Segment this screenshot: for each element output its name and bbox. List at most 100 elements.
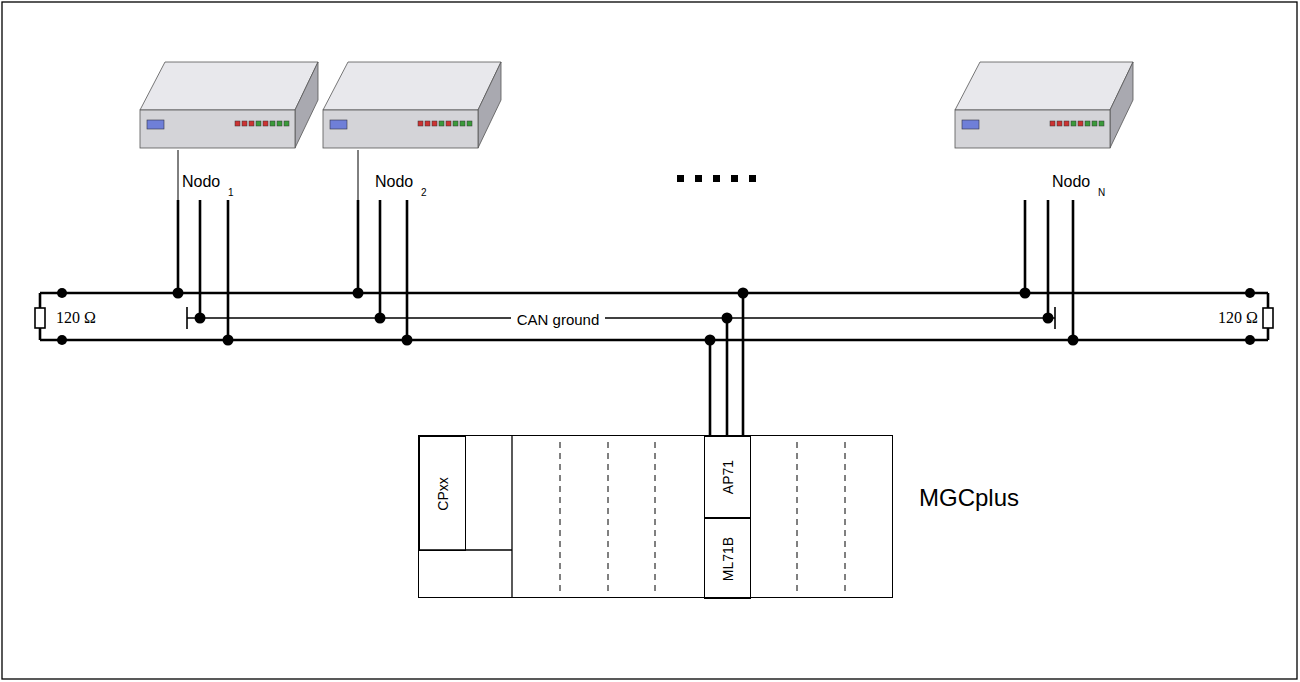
device-icon-part — [1099, 121, 1104, 126]
device-icon-part — [263, 121, 268, 126]
termination-resistor — [35, 308, 1273, 328]
device-icon-part — [1085, 121, 1090, 126]
can-ground-line — [187, 307, 1055, 329]
rack-slots — [655, 442, 656, 592]
rack-slots — [608, 442, 609, 592]
junction-dot — [722, 313, 733, 324]
device-icon — [318, 60, 503, 152]
can-node-device: Nodo2 — [318, 60, 503, 205]
rack-slots — [797, 442, 798, 592]
termination-resistor — [35, 308, 45, 328]
device-icon-part — [453, 121, 458, 126]
mgc-rack: MGCplusCPxxAP71ML71B — [418, 435, 893, 598]
device-icon-part — [1092, 121, 1097, 126]
module-label: ML71B — [721, 536, 735, 580]
node-wire — [178, 200, 1073, 436]
device-icon-part — [962, 120, 979, 129]
device-icon-part — [418, 121, 472, 126]
junction-dot — [57, 288, 67, 298]
device-icon-part — [235, 121, 240, 126]
node-label: Nodo — [182, 174, 220, 190]
junction-dot — [1020, 288, 1031, 299]
can-node-device: NodoN — [950, 60, 1135, 205]
can-node-device: Nodo1 — [135, 60, 320, 205]
device-icon-part — [295, 62, 318, 148]
can-ground-line — [187, 317, 1055, 319]
device-icon-part — [418, 121, 423, 126]
node-wire — [742, 293, 745, 436]
node-wire — [406, 200, 409, 340]
junction-dot — [1068, 335, 1079, 346]
device-icon-part — [1057, 121, 1062, 126]
device-icon-part — [432, 121, 437, 126]
rack-slots — [845, 442, 846, 592]
node-label: Nodo — [1052, 174, 1090, 190]
node-wire — [1024, 200, 1027, 293]
device-icon-part — [1050, 121, 1104, 126]
ground-label: CAN ground — [511, 312, 606, 327]
junction-dot — [705, 335, 716, 346]
rack-slots — [560, 442, 561, 592]
termination-resistor — [1263, 308, 1273, 328]
node-wire — [726, 318, 729, 436]
device-icon-part — [270, 121, 275, 126]
rack-slots — [418, 435, 845, 598]
module-slot: CPxx — [419, 436, 466, 551]
device-icon-part — [235, 121, 289, 126]
node-wire — [1072, 200, 1075, 340]
device-icon-part — [323, 110, 478, 148]
device-icon-part — [478, 62, 501, 148]
junction-dot — [1245, 288, 1255, 298]
device-icon-part — [446, 121, 451, 126]
node-wire — [709, 340, 712, 436]
resistor-value: 120 Ω — [1218, 310, 1258, 326]
junction-dot — [1043, 313, 1054, 324]
junction-dot — [1245, 335, 1255, 345]
system-name: MGCplus — [919, 486, 1019, 510]
node-wire — [379, 200, 382, 318]
device-icon-part — [955, 62, 1133, 110]
device-icon-part — [1050, 121, 1055, 126]
module-label: AP71 — [721, 460, 735, 494]
junction-dot — [173, 288, 184, 299]
ellipsis-dots — [677, 175, 684, 182]
junction-dot — [57, 288, 1255, 346]
device-icon-part — [467, 121, 472, 126]
junction-dot — [402, 335, 413, 346]
module-slot: ML71B — [704, 518, 751, 599]
junction-dot — [223, 335, 234, 346]
device-icon-part — [439, 121, 444, 126]
node-stub — [178, 150, 358, 200]
rack-slots — [511, 435, 512, 598]
can-ground-line — [1054, 307, 1056, 329]
device-icon — [950, 60, 1135, 152]
node-wire — [199, 200, 202, 318]
node-stub — [358, 150, 359, 200]
node-wire — [177, 200, 180, 293]
device-icon-part — [1078, 121, 1083, 126]
junction-dot — [738, 288, 749, 299]
device-icon-part — [1064, 121, 1069, 126]
node-wire — [227, 200, 230, 340]
node-stub — [178, 150, 179, 200]
junction-dot — [195, 313, 206, 324]
device-icon-part — [323, 62, 501, 110]
can-bus — [40, 292, 1268, 295]
device-icon-part — [147, 120, 164, 129]
device-icon-part — [242, 121, 247, 126]
device-icon-part — [1110, 62, 1133, 148]
device-icon — [135, 60, 320, 152]
device-icon-part — [460, 121, 465, 126]
node-wire — [1047, 200, 1050, 318]
ellipsis-dots — [695, 175, 702, 182]
junction-dot — [375, 313, 386, 324]
node-wire — [357, 200, 360, 293]
resistor-value: 120 Ω — [56, 310, 96, 326]
node-index: 2 — [421, 188, 427, 198]
device-icon-part — [330, 120, 347, 129]
junction-dot — [353, 288, 364, 299]
ellipsis-dots — [677, 175, 756, 182]
device-icon-part — [277, 121, 282, 126]
